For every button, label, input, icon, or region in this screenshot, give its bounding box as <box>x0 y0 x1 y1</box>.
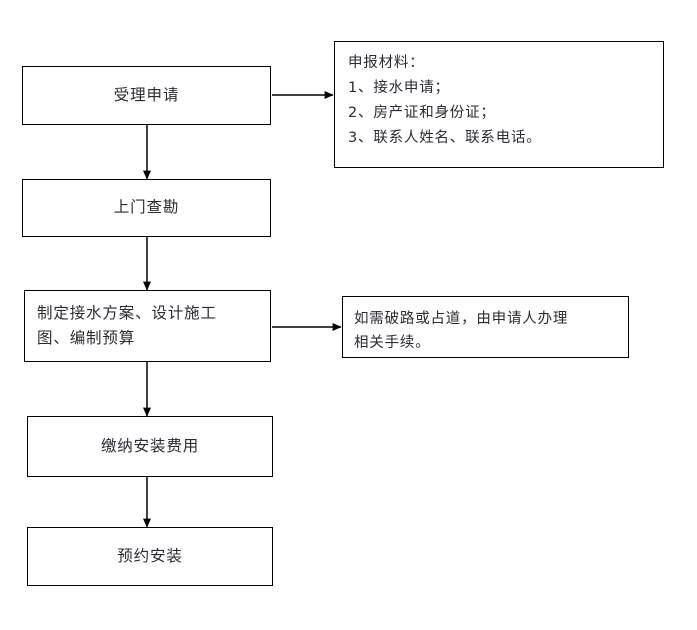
flow-node-pay-installation-fee[interactable]: 缴纳安装费用 <box>27 416 273 477</box>
flow-note-label: 申报材料： 1、接水申请； 2、房产证和身份证； 3、联系人姓名、联系电话。 <box>348 55 542 146</box>
flow-node-label: 缴纳安装费用 <box>100 436 200 455</box>
flow-note-label: 如需破路或占道，由申请人办理 相关手续。 <box>354 311 569 352</box>
flow-node-label: 上门查勘 <box>113 198 180 217</box>
flow-note-road-permit[interactable]: 如需破路或占道，由申请人办理 相关手续。 <box>342 296 629 358</box>
flow-node-design-plan[interactable]: 制定接水方案、设计施工 图、编制预算 <box>24 290 271 362</box>
flow-node-label: 受理申请 <box>113 85 180 104</box>
flow-node-label: 制定接水方案、设计施工 图、编制预算 <box>37 303 217 347</box>
flow-node-site-survey[interactable]: 上门查勘 <box>22 179 271 237</box>
flow-node-schedule-installation[interactable]: 预约安装 <box>27 527 273 586</box>
flow-node-accept-application[interactable]: 受理申请 <box>22 66 271 125</box>
flow-note-required-materials[interactable]: 申报材料： 1、接水申请； 2、房产证和身份证； 3、联系人姓名、联系电话。 <box>334 41 664 168</box>
flow-node-label: 预约安装 <box>117 546 183 565</box>
